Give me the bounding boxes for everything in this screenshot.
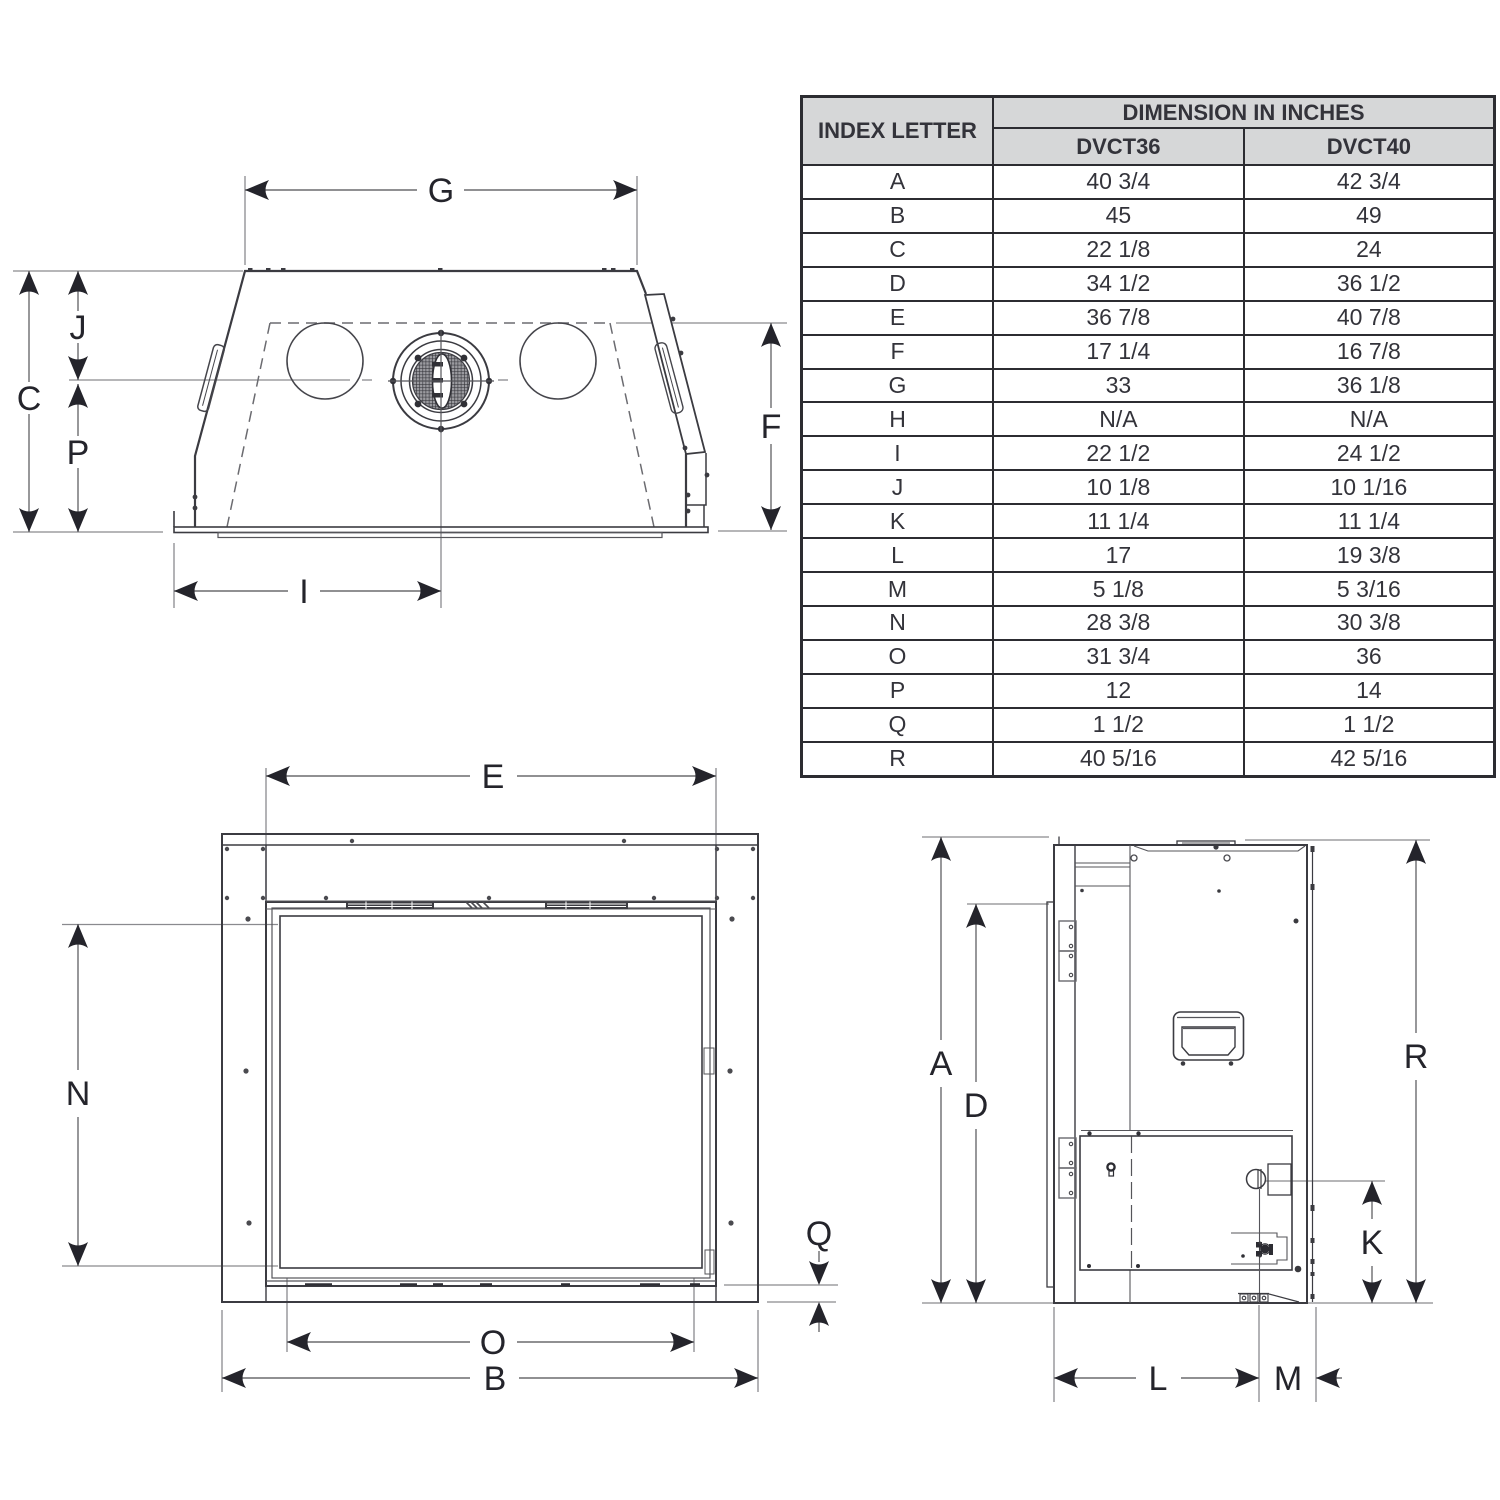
svg-text:J: J <box>70 309 87 347</box>
svg-text:E: E <box>482 758 505 796</box>
svg-text:C: C <box>17 380 42 418</box>
svg-text:O: O <box>480 1324 506 1362</box>
svg-text:K: K <box>1361 1224 1384 1262</box>
svg-text:Q: Q <box>806 1215 832 1253</box>
svg-text:M: M <box>1274 1360 1302 1398</box>
svg-text:B: B <box>484 1360 507 1398</box>
svg-text:N: N <box>66 1075 91 1113</box>
svg-text:A: A <box>930 1045 953 1083</box>
svg-text:F: F <box>761 408 782 446</box>
svg-text:G: G <box>428 172 454 210</box>
svg-text:R: R <box>1404 1038 1429 1076</box>
svg-text:P: P <box>67 434 90 472</box>
svg-text:I: I <box>299 573 308 611</box>
svg-text:D: D <box>964 1087 989 1125</box>
svg-text:L: L <box>1149 1360 1168 1398</box>
